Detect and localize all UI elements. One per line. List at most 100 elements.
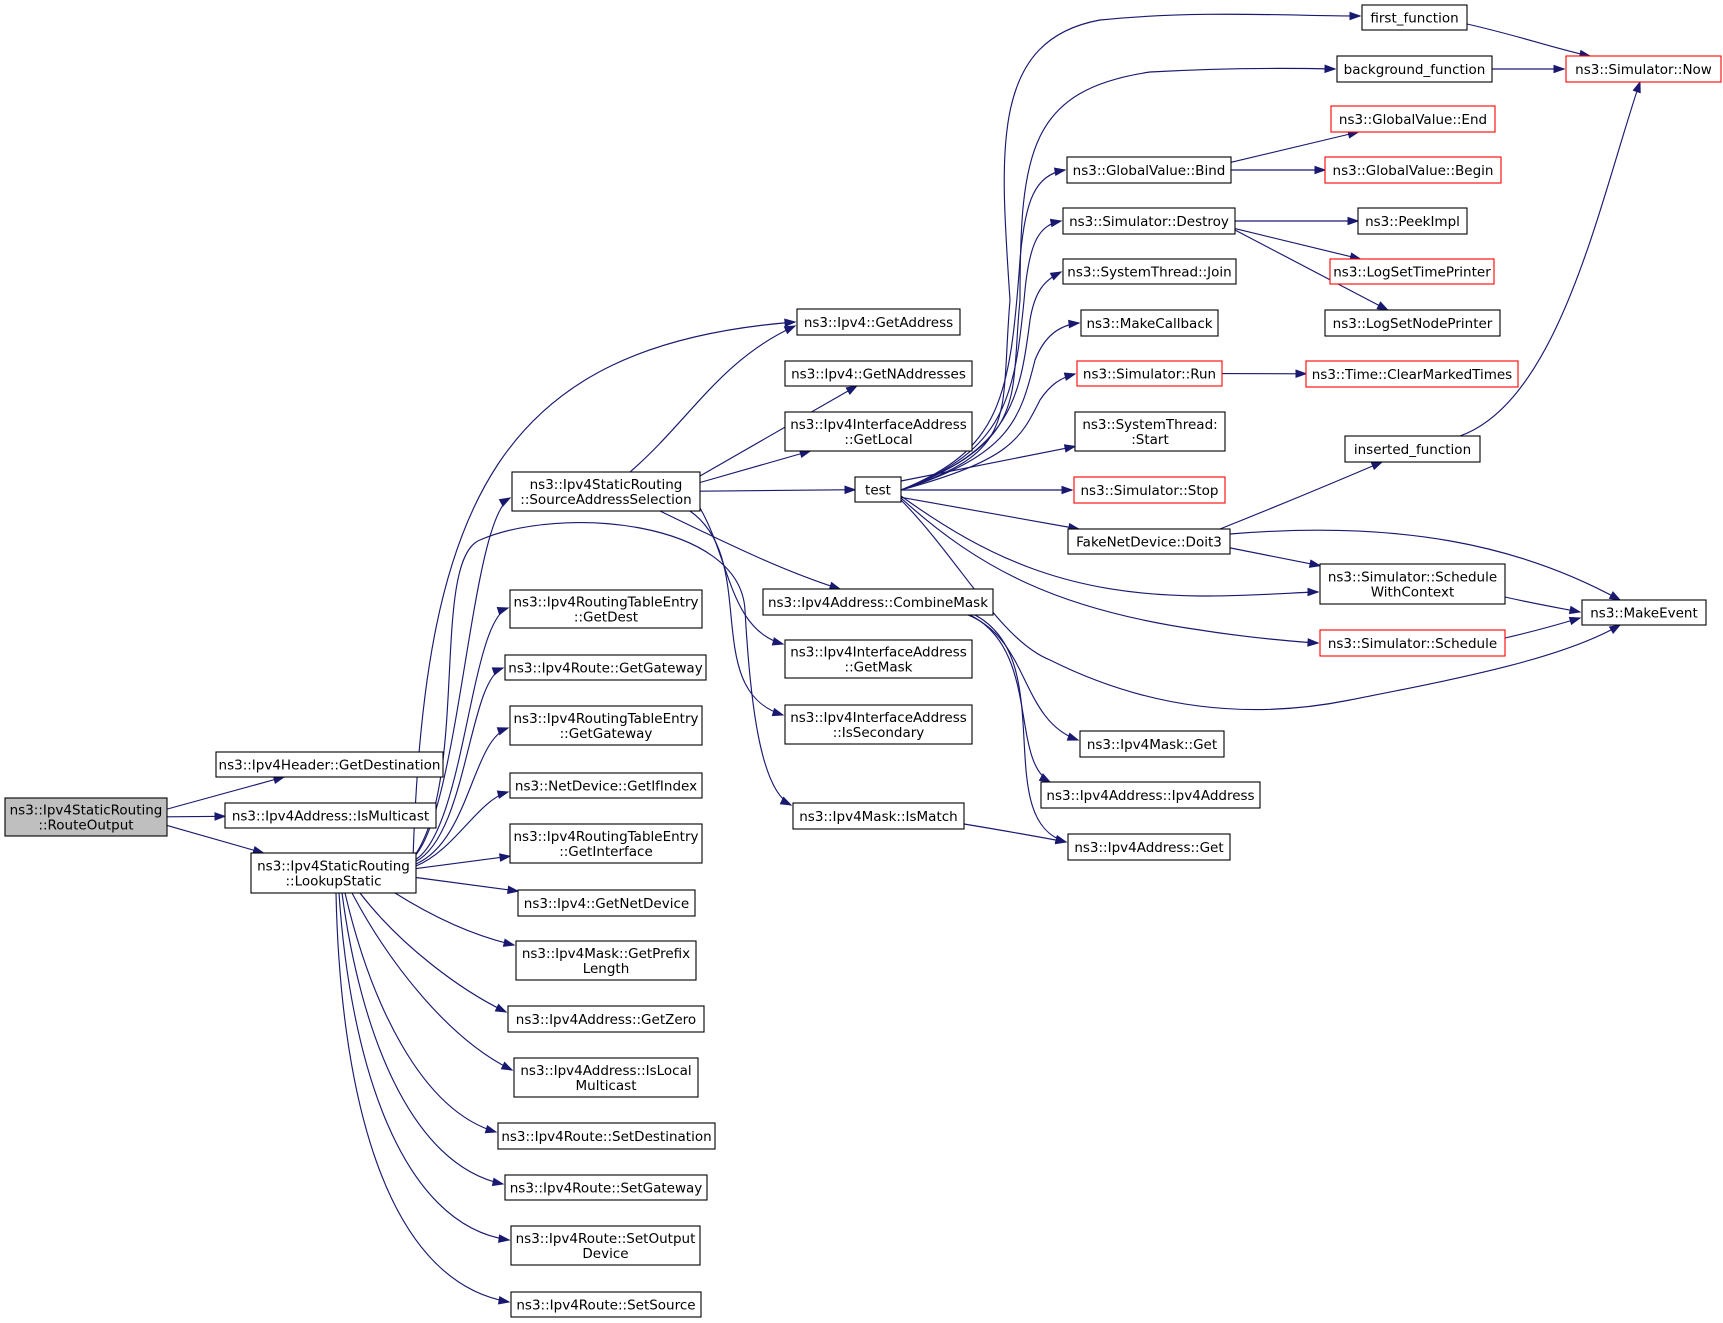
edge-line xyxy=(415,855,511,870)
node-ismulticast[interactable]: ns3::Ipv4Address::IsMulticast xyxy=(224,802,437,829)
edge-gv_bind-to-gv_end xyxy=(1230,130,1360,163)
node-label: ::GetGateway xyxy=(560,726,653,742)
arrowhead-icon xyxy=(1049,271,1063,281)
node-label: ns3::PeekImpl xyxy=(1365,214,1460,230)
edge-line xyxy=(359,892,507,1013)
node-logsettimeprinter[interactable]: ns3::LogSetTimePrinter xyxy=(1329,258,1495,285)
edge-sas-to-combinemask xyxy=(659,510,842,590)
node-sim_now[interactable]: ns3::Simulator::Now xyxy=(1565,55,1722,83)
arrowhead-icon xyxy=(1063,444,1077,453)
node-getdestination[interactable]: ns3::Ipv4Header::GetDestination xyxy=(215,751,444,778)
node-sim_stop[interactable]: ns3::Simulator::Stop xyxy=(1073,476,1226,504)
node-route_getgateway[interactable]: ns3::Ipv4Route::GetGateway xyxy=(504,654,707,681)
node-lookupstatic[interactable]: ns3::Ipv4StaticRouting::LookupStatic xyxy=(250,852,417,894)
node-iaddr_getmask[interactable]: ns3::Ipv4InterfaceAddress::GetMask xyxy=(784,639,973,679)
node-label: background_function xyxy=(1344,62,1486,78)
node-box xyxy=(1324,309,1501,337)
node-addr_get[interactable]: ns3::Ipv4Address::Get xyxy=(1067,833,1231,861)
node-makeevent[interactable]: ns3::MakeEvent xyxy=(1581,599,1707,626)
node-gv_bind[interactable]: ns3::GlobalValue::Bind xyxy=(1066,156,1232,184)
node-issecondary[interactable]: ns3::Ipv4InterfaceAddress::IsSecondary xyxy=(784,704,973,745)
call-edges xyxy=(166,11,1641,1305)
edge-line xyxy=(351,892,513,1071)
edge-sas-to-iaddr_getmask xyxy=(699,507,785,646)
edge-line xyxy=(344,892,497,1133)
node-test[interactable]: test xyxy=(854,476,902,503)
node-getnaddresses[interactable]: ns3::Ipv4::GetNAddresses xyxy=(784,360,973,387)
node-label: ns3::Ipv4RoutingTableEntry xyxy=(514,595,699,611)
node-label: ::IsSecondary xyxy=(833,725,925,741)
edge-line xyxy=(415,791,509,867)
node-label: ns3::Ipv4::GetNAddresses xyxy=(791,367,966,383)
node-setsource[interactable]: ns3::Ipv4Route::SetSource xyxy=(510,1291,702,1318)
edge-line xyxy=(412,321,796,859)
edge-test-to-sim_schedule xyxy=(900,497,1320,647)
edge-ismatch-to-addr_get xyxy=(963,823,1068,845)
edge-line xyxy=(900,496,1079,530)
node-rte_getdest[interactable]: ns3::Ipv4RoutingTableEntry::GetDest xyxy=(509,589,703,629)
node-ismatch[interactable]: ns3::Ipv4Mask::IsMatch xyxy=(792,802,965,830)
node-gv_begin[interactable]: ns3::GlobalValue::Begin xyxy=(1324,156,1502,184)
arrowhead-icon xyxy=(1053,167,1067,176)
arrowhead-icon xyxy=(1349,11,1362,21)
edge-line xyxy=(1229,529,1621,601)
node-iaddr_getlocal[interactable]: ns3::Ipv4InterfaceAddress::GetLocal xyxy=(784,411,973,452)
node-addr_ctor[interactable]: ns3::Ipv4Address::Ipv4Address xyxy=(1040,781,1261,809)
node-label: ns3::Simulator::Destroy xyxy=(1069,214,1229,230)
node-box xyxy=(517,889,696,917)
edge-test-to-gv_bind xyxy=(900,167,1067,491)
edge-lookupstatic-to-rte_getdest xyxy=(414,607,510,861)
node-box xyxy=(1336,55,1493,83)
node-combinemask[interactable]: ns3::Ipv4Address::CombineMask xyxy=(762,588,994,616)
edge-line xyxy=(900,495,1319,597)
edge-gv_bind-to-gv_begin xyxy=(1231,165,1327,175)
node-first_function[interactable]: first_function xyxy=(1361,4,1468,31)
node-root[interactable]: ns3::Ipv4StaticRouting::RouteOutput xyxy=(4,797,168,837)
node-inserted_function[interactable]: inserted_function xyxy=(1344,435,1481,463)
node-sim_schedule[interactable]: ns3::Simulator::Schedule xyxy=(1319,629,1506,657)
arrowhead-icon xyxy=(1568,605,1582,615)
node-mask_get[interactable]: ns3::Ipv4Mask::Get xyxy=(1079,730,1225,758)
node-logsetnodeprinter[interactable]: ns3::LogSetNodePrinter xyxy=(1324,309,1501,337)
node-getifindex[interactable]: ns3::NetDevice::GetIfIndex xyxy=(509,772,703,799)
node-rte_getinterface[interactable]: ns3::Ipv4RoutingTableEntry::GetInterface xyxy=(509,823,703,864)
node-getnetdevice[interactable]: ns3::Ipv4::GetNetDevice xyxy=(517,889,696,917)
node-sim_run[interactable]: ns3::Simulator::Run xyxy=(1076,360,1223,387)
node-sim_destroy[interactable]: ns3::Simulator::Destroy xyxy=(1062,207,1236,235)
node-background_function[interactable]: background_function xyxy=(1336,55,1493,83)
node-ipv4_getaddress[interactable]: ns3::Ipv4::GetAddress xyxy=(796,308,961,336)
edge-line xyxy=(1504,617,1581,639)
node-box xyxy=(509,823,703,864)
arrowhead-icon xyxy=(1347,216,1360,226)
edge-line xyxy=(1229,547,1321,567)
node-box xyxy=(511,471,701,512)
node-sas[interactable]: ns3::Ipv4StaticRouting::SourceAddressSel… xyxy=(511,471,701,512)
node-gv_end[interactable]: ns3::GlobalValue::End xyxy=(1330,105,1496,133)
node-setgateway[interactable]: ns3::Ipv4Route::SetGateway xyxy=(504,1174,708,1201)
edge-line xyxy=(1504,596,1581,613)
edge-line xyxy=(699,507,784,645)
node-st_join[interactable]: ns3::SystemThread::Join xyxy=(1062,258,1237,285)
node-st_start[interactable]: ns3::SystemThread::Start xyxy=(1074,411,1226,452)
node-label: ns3::Ipv4Mask::GetPrefix xyxy=(522,946,690,962)
node-rte_getgateway[interactable]: ns3::Ipv4RoutingTableEntry::GetGateway xyxy=(509,705,703,746)
arrowhead-icon xyxy=(1314,165,1327,175)
node-makecallback[interactable]: ns3::MakeCallback xyxy=(1080,309,1219,337)
node-clearmarkedtimes[interactable]: ns3::Time::ClearMarkedTimes xyxy=(1305,360,1519,388)
node-label: ns3::MakeEvent xyxy=(1590,606,1698,622)
node-setdestination[interactable]: ns3::Ipv4Route::SetDestination xyxy=(497,1122,716,1150)
arrowhead-icon xyxy=(496,607,510,616)
node-getzero[interactable]: ns3::Ipv4Address::GetZero xyxy=(507,1005,705,1033)
node-label: ns3::Ipv4Route::GetGateway xyxy=(508,661,702,677)
node-doit3[interactable]: FakeNetDevice::Doit3 xyxy=(1067,528,1231,555)
node-label: ::RouteOutput xyxy=(38,818,133,834)
arrowhead-icon xyxy=(844,485,857,495)
edge-lookupstatic-to-getzero xyxy=(359,892,508,1013)
node-box xyxy=(1066,156,1232,184)
node-peekimpl[interactable]: ns3::PeekImpl xyxy=(1357,207,1468,235)
node-box xyxy=(1074,411,1226,452)
